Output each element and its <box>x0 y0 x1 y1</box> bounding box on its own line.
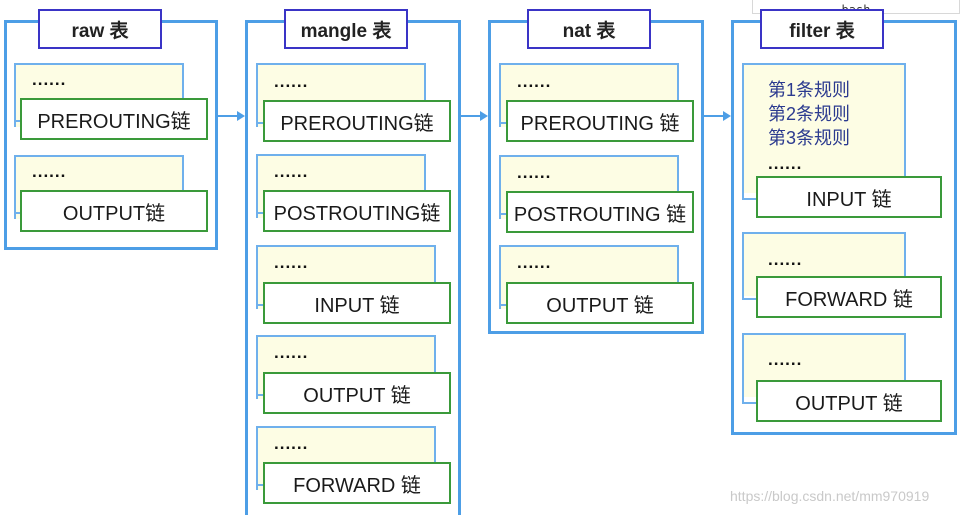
filter-note-1 <box>742 63 906 193</box>
arrow-raw-to-mangle-head <box>237 111 245 121</box>
nat-note-1-dots: ...... <box>517 72 552 91</box>
raw-note-1-dots: ...... <box>32 70 67 89</box>
arrow-raw-to-mangle <box>218 115 238 117</box>
mangle-note-3-bracket <box>256 282 266 306</box>
mangle-note-4-dots: ...... <box>274 343 309 362</box>
mangle-chain-postrouting: POSTROUTING链 <box>263 190 451 232</box>
mangle-chain-input: INPUT 链 <box>263 282 451 324</box>
arrow-mangle-to-nat <box>461 115 481 117</box>
mangle-note-4-bracket <box>256 372 266 396</box>
filter-note-2-bracket <box>742 276 756 300</box>
mangle-chain-forward: FORWARD 链 <box>263 462 451 504</box>
mangle-note-2-bracket <box>256 190 266 214</box>
nat-note-1-bracket <box>499 100 509 124</box>
filter-table-title: filter 表 <box>760 9 884 49</box>
raw-note-2-dots: ...... <box>32 162 67 181</box>
nat-note-3-dots: ...... <box>517 253 552 272</box>
raw-note-2-bracket <box>14 190 24 214</box>
raw-table-title: raw 表 <box>38 9 162 49</box>
nat-note-2-dots: ...... <box>517 163 552 182</box>
arrow-nat-to-filter <box>704 115 724 117</box>
filter-note-3-bracket <box>742 380 756 404</box>
filter-chain-input: INPUT 链 <box>756 176 942 218</box>
raw-note-1-bracket <box>14 98 24 122</box>
raw-chain-prerouting: PREROUTING链 <box>20 98 208 140</box>
filter-note-3-dots: ...... <box>768 350 803 369</box>
mangle-note-5-dots: ...... <box>274 434 309 453</box>
raw-chain-output: OUTPUT链 <box>20 190 208 232</box>
nat-chain-postrouting: POSTROUTING 链 <box>506 191 694 233</box>
arrow-nat-to-filter-head <box>723 111 731 121</box>
mangle-note-1-dots: ...... <box>274 72 309 91</box>
mangle-table-title: mangle 表 <box>284 9 408 49</box>
nat-note-3-bracket <box>499 282 509 306</box>
mangle-note-5-bracket <box>256 462 266 486</box>
filter-note-2-dots: ...... <box>768 250 803 269</box>
nat-chain-output: OUTPUT 链 <box>506 282 694 324</box>
filter-rule-3: 第3条规则 <box>768 128 851 148</box>
mangle-chain-output: OUTPUT 链 <box>263 372 451 414</box>
arrow-mangle-to-nat-head <box>480 111 488 121</box>
filter-chain-output: OUTPUT 链 <box>756 380 942 422</box>
filter-rule-1: 第1条规则 <box>768 80 851 100</box>
mangle-note-1-bracket <box>256 100 266 124</box>
filter-rule-2: 第2条规则 <box>768 104 851 124</box>
watermark: https://blog.csdn.net/mm970919 <box>730 488 930 504</box>
filter-chain-forward: FORWARD 链 <box>756 276 942 318</box>
nat-note-2-bracket <box>499 191 509 215</box>
mangle-note-2-dots: ...... <box>274 162 309 181</box>
mangle-note-3-dots: ...... <box>274 253 309 272</box>
mangle-chain-prerouting: PREROUTING链 <box>263 100 451 142</box>
nat-table-title: nat 表 <box>527 9 651 49</box>
nat-chain-prerouting: PREROUTING 链 <box>506 100 694 142</box>
filter-note-1-bracket <box>742 176 756 200</box>
filter-note-1-dots: ...... <box>768 154 803 173</box>
